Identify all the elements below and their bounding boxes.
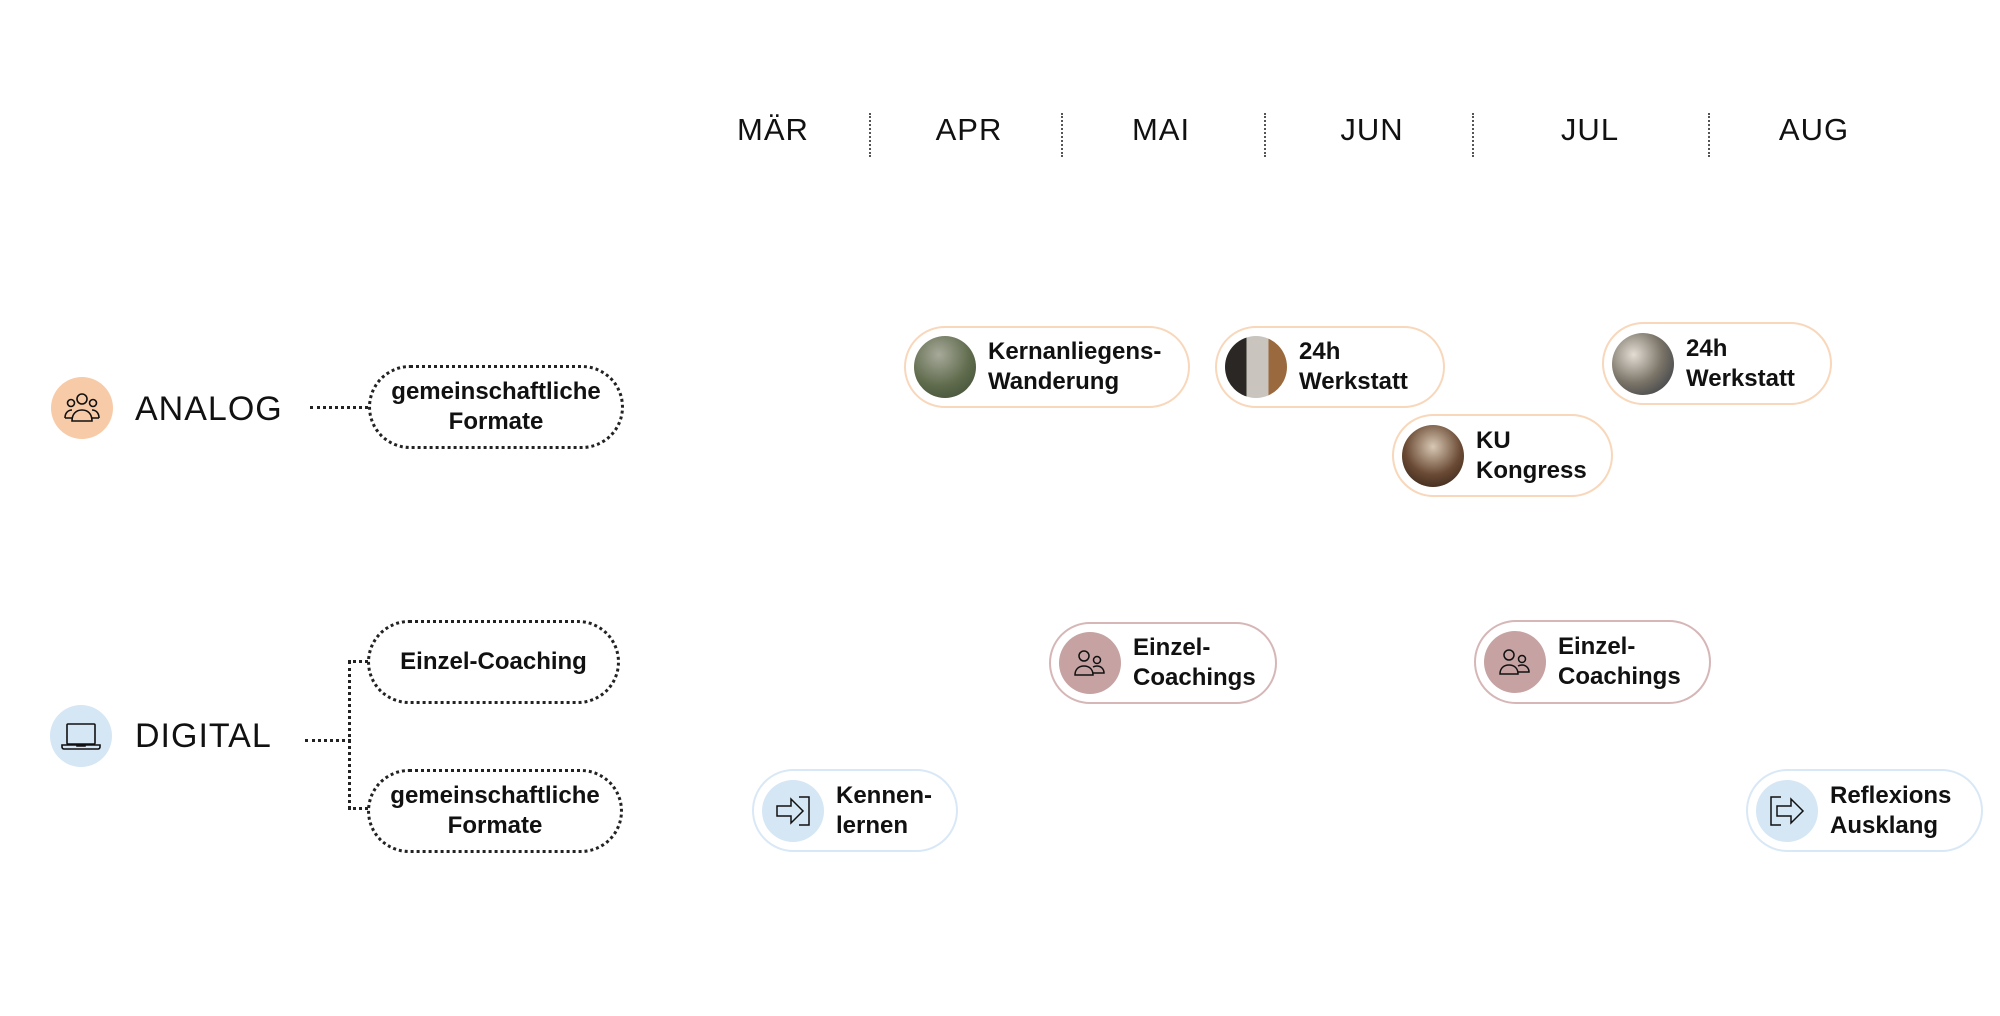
coaching-people-icon (1059, 632, 1121, 694)
event-line: Coachings (1558, 663, 1681, 690)
event-kennenlernen[interactable]: Kennen-lernen (752, 769, 958, 852)
month-juli: JUL (1560, 112, 1620, 147)
sign-in-icon (762, 779, 824, 842)
category-digital-label: DIGITAL (135, 717, 272, 755)
event-line: Coachings (1133, 664, 1256, 691)
event-line: Kongress (1476, 456, 1587, 484)
connector-line (305, 739, 351, 742)
month-juni: JUN (1340, 112, 1404, 147)
event-line: Einzel- (1133, 634, 1211, 661)
category-analog-label: ANALOG (135, 390, 283, 428)
event-line: Werkstatt (1299, 368, 1408, 395)
format-analog-group[interactable]: gemeinschaftliche Formate (368, 365, 624, 449)
format-digital-group[interactable]: gemeinschaftliche Formate (367, 769, 623, 853)
event-line: Einzel- (1558, 633, 1636, 660)
congress-photo-icon (1402, 424, 1464, 487)
connector-line (348, 807, 368, 810)
sign-out-icon (1756, 779, 1818, 842)
month-mai: MAI (1131, 112, 1191, 147)
event-line: Werkstatt (1686, 364, 1795, 392)
event-line: Ausklang (1830, 811, 1939, 839)
coaching-people-icon (1484, 631, 1546, 693)
month-divider (1472, 113, 1474, 157)
month-august: AUG (1778, 112, 1850, 147)
event-einzel-coachings-1[interactable]: Einzel- Coachings (1049, 622, 1277, 704)
month-divider (1708, 113, 1710, 157)
people-group-icon (51, 377, 113, 439)
event-line: Kennen- (836, 781, 932, 809)
event-einzel-coachings-2[interactable]: Einzel- Coachings (1474, 620, 1711, 704)
month-maerz: MÄR (737, 112, 809, 147)
hiking-photo-icon (914, 336, 976, 398)
laptop-icon (50, 705, 112, 767)
connector-line (348, 661, 351, 809)
event-line: Kernanliegens- (988, 338, 1162, 365)
event-line: KU (1476, 426, 1511, 454)
event-line: Wanderung (988, 368, 1120, 395)
workshop-photo-icon (1612, 332, 1674, 395)
format-digital-single[interactable]: Einzel-Coaching (367, 620, 620, 704)
event-line: lernen (836, 811, 909, 839)
month-divider (869, 113, 871, 157)
connector-line (348, 660, 368, 663)
month-divider (1264, 113, 1266, 157)
event-kernanliegens-wanderung[interactable]: Kernanliegens- Wanderung (904, 326, 1190, 408)
event-line: Reflexions (1830, 781, 1952, 809)
workshop-photo-icon (1225, 336, 1287, 398)
connector-line (310, 406, 368, 409)
month-divider (1061, 113, 1063, 157)
event-line: 24h (1686, 334, 1728, 362)
month-april: APR (935, 112, 1003, 147)
event-line: 24h (1299, 338, 1341, 365)
